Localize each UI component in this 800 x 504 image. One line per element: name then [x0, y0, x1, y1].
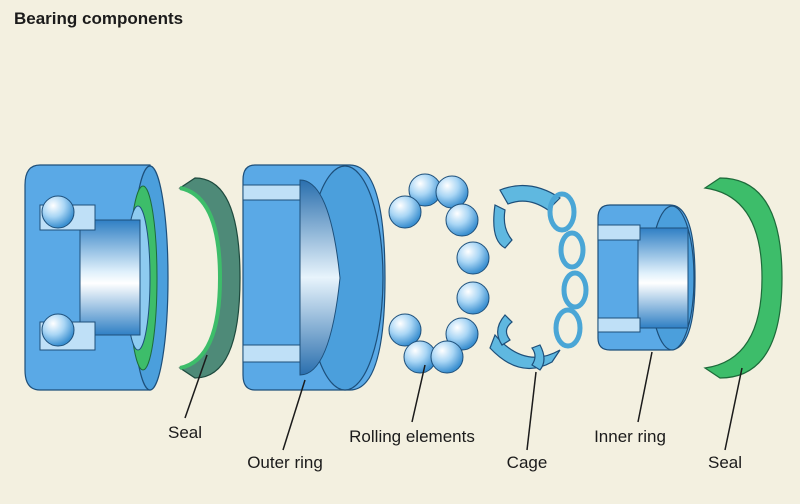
- label-rolling-elements: Rolling elements: [349, 427, 475, 446]
- cage-part: [489, 184, 589, 371]
- label-cage: Cage: [507, 453, 548, 472]
- leader-seal-left: [184, 354, 208, 419]
- leader-seal-right: [724, 367, 743, 451]
- inner-ring-part: [597, 204, 696, 351]
- leader-inner-ring: [637, 351, 653, 423]
- seal-left-part: [178, 177, 241, 379]
- leader-rolling-elements: [411, 364, 426, 423]
- leader-outer-ring: [282, 379, 306, 451]
- label-seal-left: Seal: [168, 423, 202, 442]
- label-outer-ring: Outer ring: [247, 453, 323, 472]
- leader-lines: [184, 351, 743, 451]
- rolling-elements-part: [388, 173, 490, 374]
- outer-ring-part: [242, 164, 386, 391]
- seal-right-part: [703, 177, 783, 379]
- diagram-title: Bearing components: [14, 9, 184, 28]
- label-inner-ring: Inner ring: [594, 427, 666, 446]
- assembled-bearing: [24, 164, 169, 391]
- leader-cage: [526, 371, 537, 451]
- label-seal-right: Seal: [708, 453, 742, 472]
